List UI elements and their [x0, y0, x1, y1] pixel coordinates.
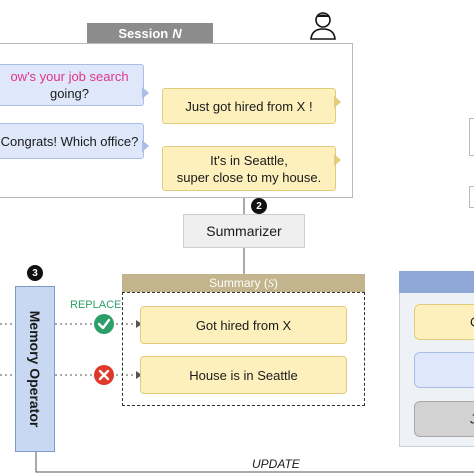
- memory-operator-label: Memory Operator: [27, 310, 43, 428]
- memory-panel-item-2: [414, 352, 474, 388]
- session-panel: ow's your job search going? Just got hir…: [0, 43, 353, 198]
- step-badge-3: 3: [27, 265, 43, 281]
- summarizer-box: Summarizer: [183, 214, 305, 248]
- summary-item-2: House is in Seattle: [140, 356, 347, 394]
- summary-item-1: Got hired from X: [140, 306, 347, 344]
- user-bubble-2-line1: It's in Seattle,: [210, 152, 288, 168]
- user-icon: [310, 12, 336, 40]
- replace-label: REPLACE: [70, 299, 122, 311]
- session-tab: Session N: [87, 23, 213, 43]
- summary-header: Summary ( S ): [122, 274, 365, 292]
- summary-box: Got hired from X House is in Seattle: [122, 292, 365, 406]
- edge-fragment-2: [469, 186, 474, 208]
- summary-symbol: S: [267, 275, 274, 290]
- memory-operator-box: Memory Operator: [15, 286, 55, 452]
- memory-panel-header: [399, 271, 474, 293]
- assistant-bubble-2: Congrats! Which office?: [0, 123, 149, 159]
- user-bubble-2: It's in Seattle, super close to my house…: [162, 146, 341, 191]
- edge-fragment-1: [469, 118, 474, 156]
- user-bubble-1: Just got hired from X !: [162, 88, 341, 124]
- check-icon: [94, 314, 114, 334]
- assistant-bubble-1-rest: going?: [49, 86, 90, 101]
- step-badge-2: 2: [251, 198, 267, 214]
- cross-icon: [94, 365, 114, 385]
- assistant-bubble-1-highlight: ow's your job search: [10, 69, 129, 84]
- memory-panel-item-1: C: [414, 304, 474, 340]
- update-label: UPDATE: [252, 457, 300, 471]
- memory-panel-item-3: J: [414, 401, 474, 437]
- session-label: Session: [118, 25, 169, 41]
- assistant-bubble-1: ow's your job search going?: [0, 64, 149, 106]
- user-bubble-2-line2: super close to my house.: [176, 169, 322, 185]
- session-index: N: [172, 25, 182, 41]
